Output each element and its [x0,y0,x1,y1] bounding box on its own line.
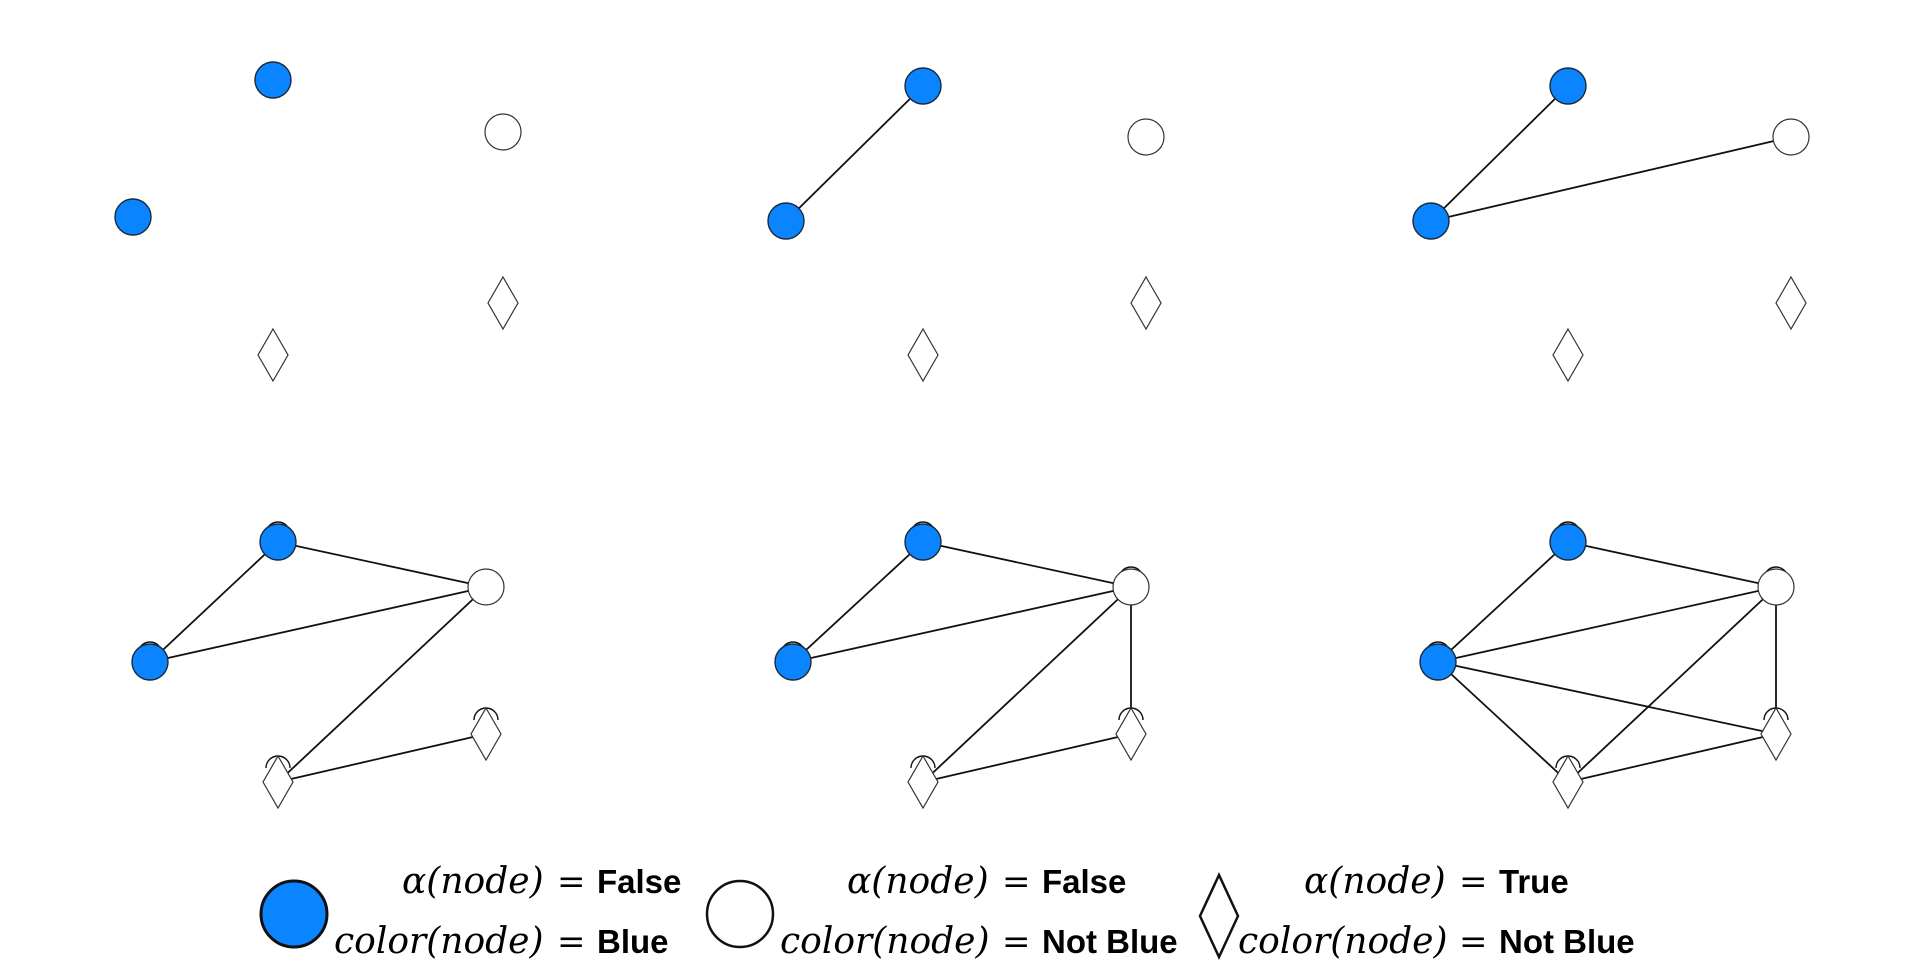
legend-equals: = [557,922,586,962]
node-blue-b2 [114,198,152,236]
edge-b2-w [1437,586,1777,663]
node-blue-b1 [254,61,292,99]
node-blue-b1 [259,523,297,561]
legend-color-lhs: color(node) [1238,921,1448,962]
node-blue-b1 [1549,523,1587,561]
edge-w-d1 [1567,586,1777,783]
legend-alpha-value: False [597,863,681,900]
edge-b1-w [277,541,487,588]
node-blue-b2 [131,643,169,681]
edge-w-d1 [277,586,487,783]
node-blue-b2 [1412,202,1450,240]
legend-diamond-icon [1198,872,1240,960]
edge-d1-d2 [922,733,1132,783]
legend-alpha-value: False [1042,863,1126,900]
edge-b1-b2 [785,85,924,222]
edge-w-d1 [922,586,1132,783]
legend-white-circle-icon [705,879,775,949]
node-diamond-d1 [1552,327,1584,383]
legend-item-blue: α(node) = False color(node) = Blue [259,861,681,962]
legend-alpha-lhs: α(node) [847,861,989,902]
edge-b1-b2 [792,541,924,663]
node-blue-b2 [774,643,812,681]
node-white-w [484,113,522,151]
edge-d1-d2 [277,733,487,783]
node-diamond-d2 [1760,706,1792,762]
legend-equals: = [1459,862,1488,902]
graph-panel-4 [131,521,505,810]
edge-b2-w [792,586,1132,663]
edge-b2-w [149,586,487,663]
node-diamond-d2 [1775,275,1807,331]
legend-color-value: Not Blue [1042,923,1178,960]
node-diamond-d2 [1130,275,1162,331]
node-diamond-d2 [470,706,502,762]
node-diamond-d1 [262,754,294,810]
graph-panel-5 [774,521,1150,810]
graph-panel-2 [767,67,1165,383]
node-diamond-d1 [907,327,939,383]
legend-item-white: α(node) = False color(node) = Not Blue [705,861,1178,962]
edge-d1-d2 [1567,733,1777,783]
node-white-w [1127,118,1165,156]
legend-alpha-value: True [1499,863,1569,900]
legend-alpha-lhs: α(node) [402,861,544,902]
legend-alpha-lhs: α(node) [1304,861,1446,902]
node-diamond-d1 [257,327,289,383]
graph-panel-1 [114,61,522,383]
edge-b2-w [1430,136,1792,222]
node-diamond-d2 [487,275,519,331]
legend-color-lhs: color(node) [334,921,544,962]
edge-b1-b2 [1430,85,1569,222]
legend-blue-circle-icon [259,879,329,949]
legend-equals: = [1002,862,1031,902]
graph-panel-3 [1412,67,1810,383]
node-diamond-d2 [1115,706,1147,762]
node-blue-b1 [904,523,942,561]
edge-b1-w [1567,541,1777,588]
node-white-w [467,568,505,606]
node-white-w [1772,118,1810,156]
edge-b1-b2 [1437,541,1569,663]
node-white-w [1757,568,1795,606]
legend-equals: = [1002,922,1031,962]
legend-equals: = [1459,922,1488,962]
legend: α(node) = False color(node) = Blue α(nod… [259,861,1635,962]
legend-color-value: Blue [597,923,669,960]
legend-color-value: Not Blue [1499,923,1635,960]
legend-color-lhs: color(node) [780,921,990,962]
node-blue-b1 [904,67,942,105]
edge-b2-d2 [1437,661,1777,735]
node-blue-b2 [1419,643,1457,681]
legend-equals: = [557,862,586,902]
graph-panels [114,61,1810,810]
node-white-w [1112,568,1150,606]
edge-b1-b2 [149,541,279,663]
legend-item-diamond: α(node) = True color(node) = Not Blue [1198,861,1635,962]
graph-panel-6 [1419,521,1795,810]
edge-b2-d1 [1437,661,1569,783]
node-diamond-d1 [1552,754,1584,810]
node-blue-b2 [767,202,805,240]
node-diamond-d1 [907,754,939,810]
node-blue-b1 [1549,67,1587,105]
edge-b1-w [922,541,1132,588]
